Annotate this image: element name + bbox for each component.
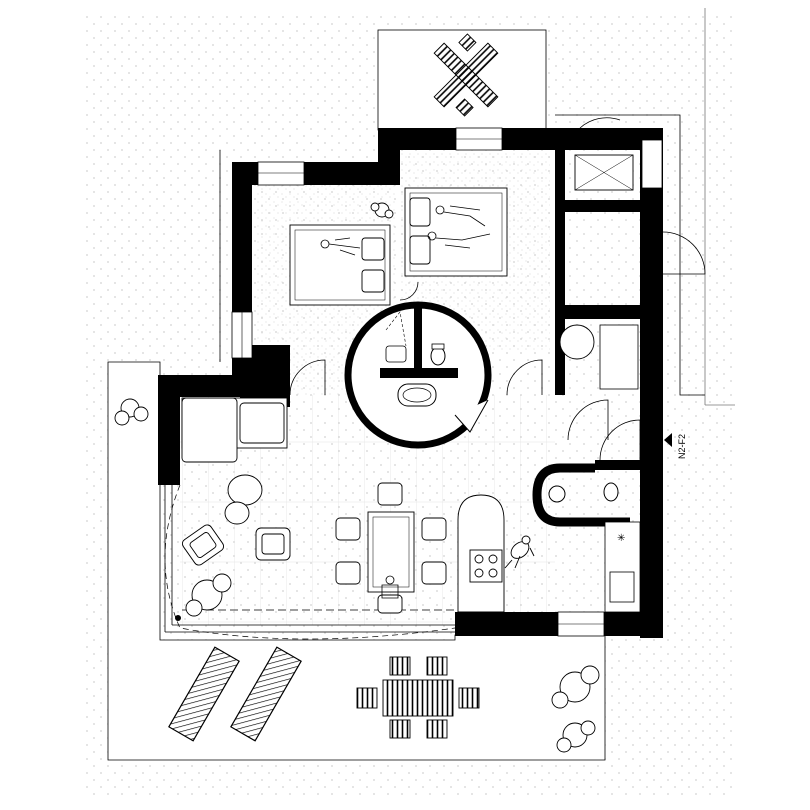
door-swing-icon: [289, 117, 706, 461]
dining-table-icon: [335, 482, 447, 614]
bathtub-icon: [397, 383, 437, 407]
sun-lounger-icon: [168, 646, 302, 742]
kitchen-sink: [609, 571, 635, 603]
plant-icon: [114, 202, 600, 753]
star-mark: ✳: [617, 533, 625, 544]
section-marker-label: N2-F2: [677, 434, 687, 459]
kitchen-island: [457, 494, 505, 613]
sink-icon: [548, 485, 566, 503]
east-boundary: [555, 114, 705, 396]
round-bathroom: [344, 301, 492, 449]
washing-machine-icon: [559, 324, 595, 360]
sofa-icon: [181, 397, 288, 463]
coffee-table: [224, 474, 263, 525]
windows: [231, 127, 663, 637]
toilet-icon: [603, 482, 619, 502]
lamp-icon: [175, 615, 181, 621]
bed-icon: [404, 187, 508, 277]
wc-wall: [532, 463, 630, 527]
person-sleeping: [320, 205, 491, 256]
dog-icon: [504, 535, 535, 569]
parasol-icon: [433, 33, 499, 117]
bed-icon: [289, 224, 391, 306]
storage-unit: [599, 324, 639, 390]
outdoor-dining-table-icon: [356, 656, 480, 739]
stove-icon: [469, 549, 503, 583]
overhang-outline: [164, 484, 456, 640]
toilet-icon: [430, 346, 446, 366]
armchair-icon: [181, 524, 291, 566]
section-marker: N2-F2: [664, 433, 687, 459]
sink-icon: [385, 345, 407, 363]
person-seated: [381, 575, 399, 599]
